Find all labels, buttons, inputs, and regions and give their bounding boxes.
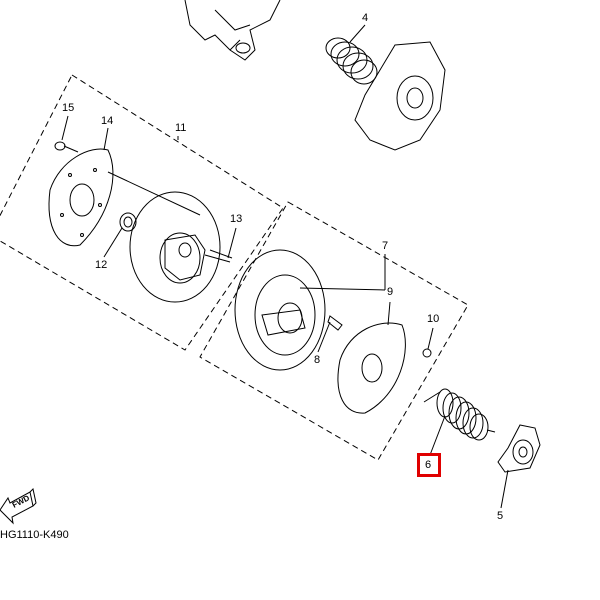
callout-4: 4 <box>362 12 369 24</box>
plate-part-9 <box>337 322 406 414</box>
highlight-box <box>417 453 441 477</box>
callout-7: 7 <box>382 240 389 252</box>
callout-6: 6 <box>425 459 432 471</box>
pin-part-8 <box>327 315 343 331</box>
spring-part-4 <box>325 37 378 85</box>
callout-11: 11 <box>175 122 187 134</box>
sheave-part-7 <box>234 249 326 371</box>
knuckle-part <box>184 0 281 61</box>
spring-part-6 <box>423 388 496 441</box>
callout-10: 10 <box>427 313 440 325</box>
callout-12: 12 <box>95 259 108 271</box>
plate-part-14 <box>48 148 114 247</box>
callout-5: 5 <box>497 510 504 522</box>
bolt-part-10 <box>422 348 432 358</box>
bolt-part-15 <box>54 141 79 153</box>
fwd-arrow-icon <box>0 487 37 525</box>
diagram-code: HG1110-K490 <box>0 529 69 541</box>
group-box-11 <box>0 74 284 351</box>
leader-lines <box>61 24 509 509</box>
sheave-part-11 <box>129 191 221 303</box>
callout-14: 14 <box>101 115 114 127</box>
retainer-part-5 <box>497 424 541 473</box>
callout-13: 13 <box>230 213 243 225</box>
callout-9: 9 <box>387 286 394 298</box>
cover-plate-part <box>354 41 446 151</box>
group-box-7 <box>199 201 469 461</box>
callout-15: 15 <box>62 102 75 114</box>
bearing-part-12 <box>119 212 137 232</box>
callout-8: 8 <box>314 354 321 366</box>
